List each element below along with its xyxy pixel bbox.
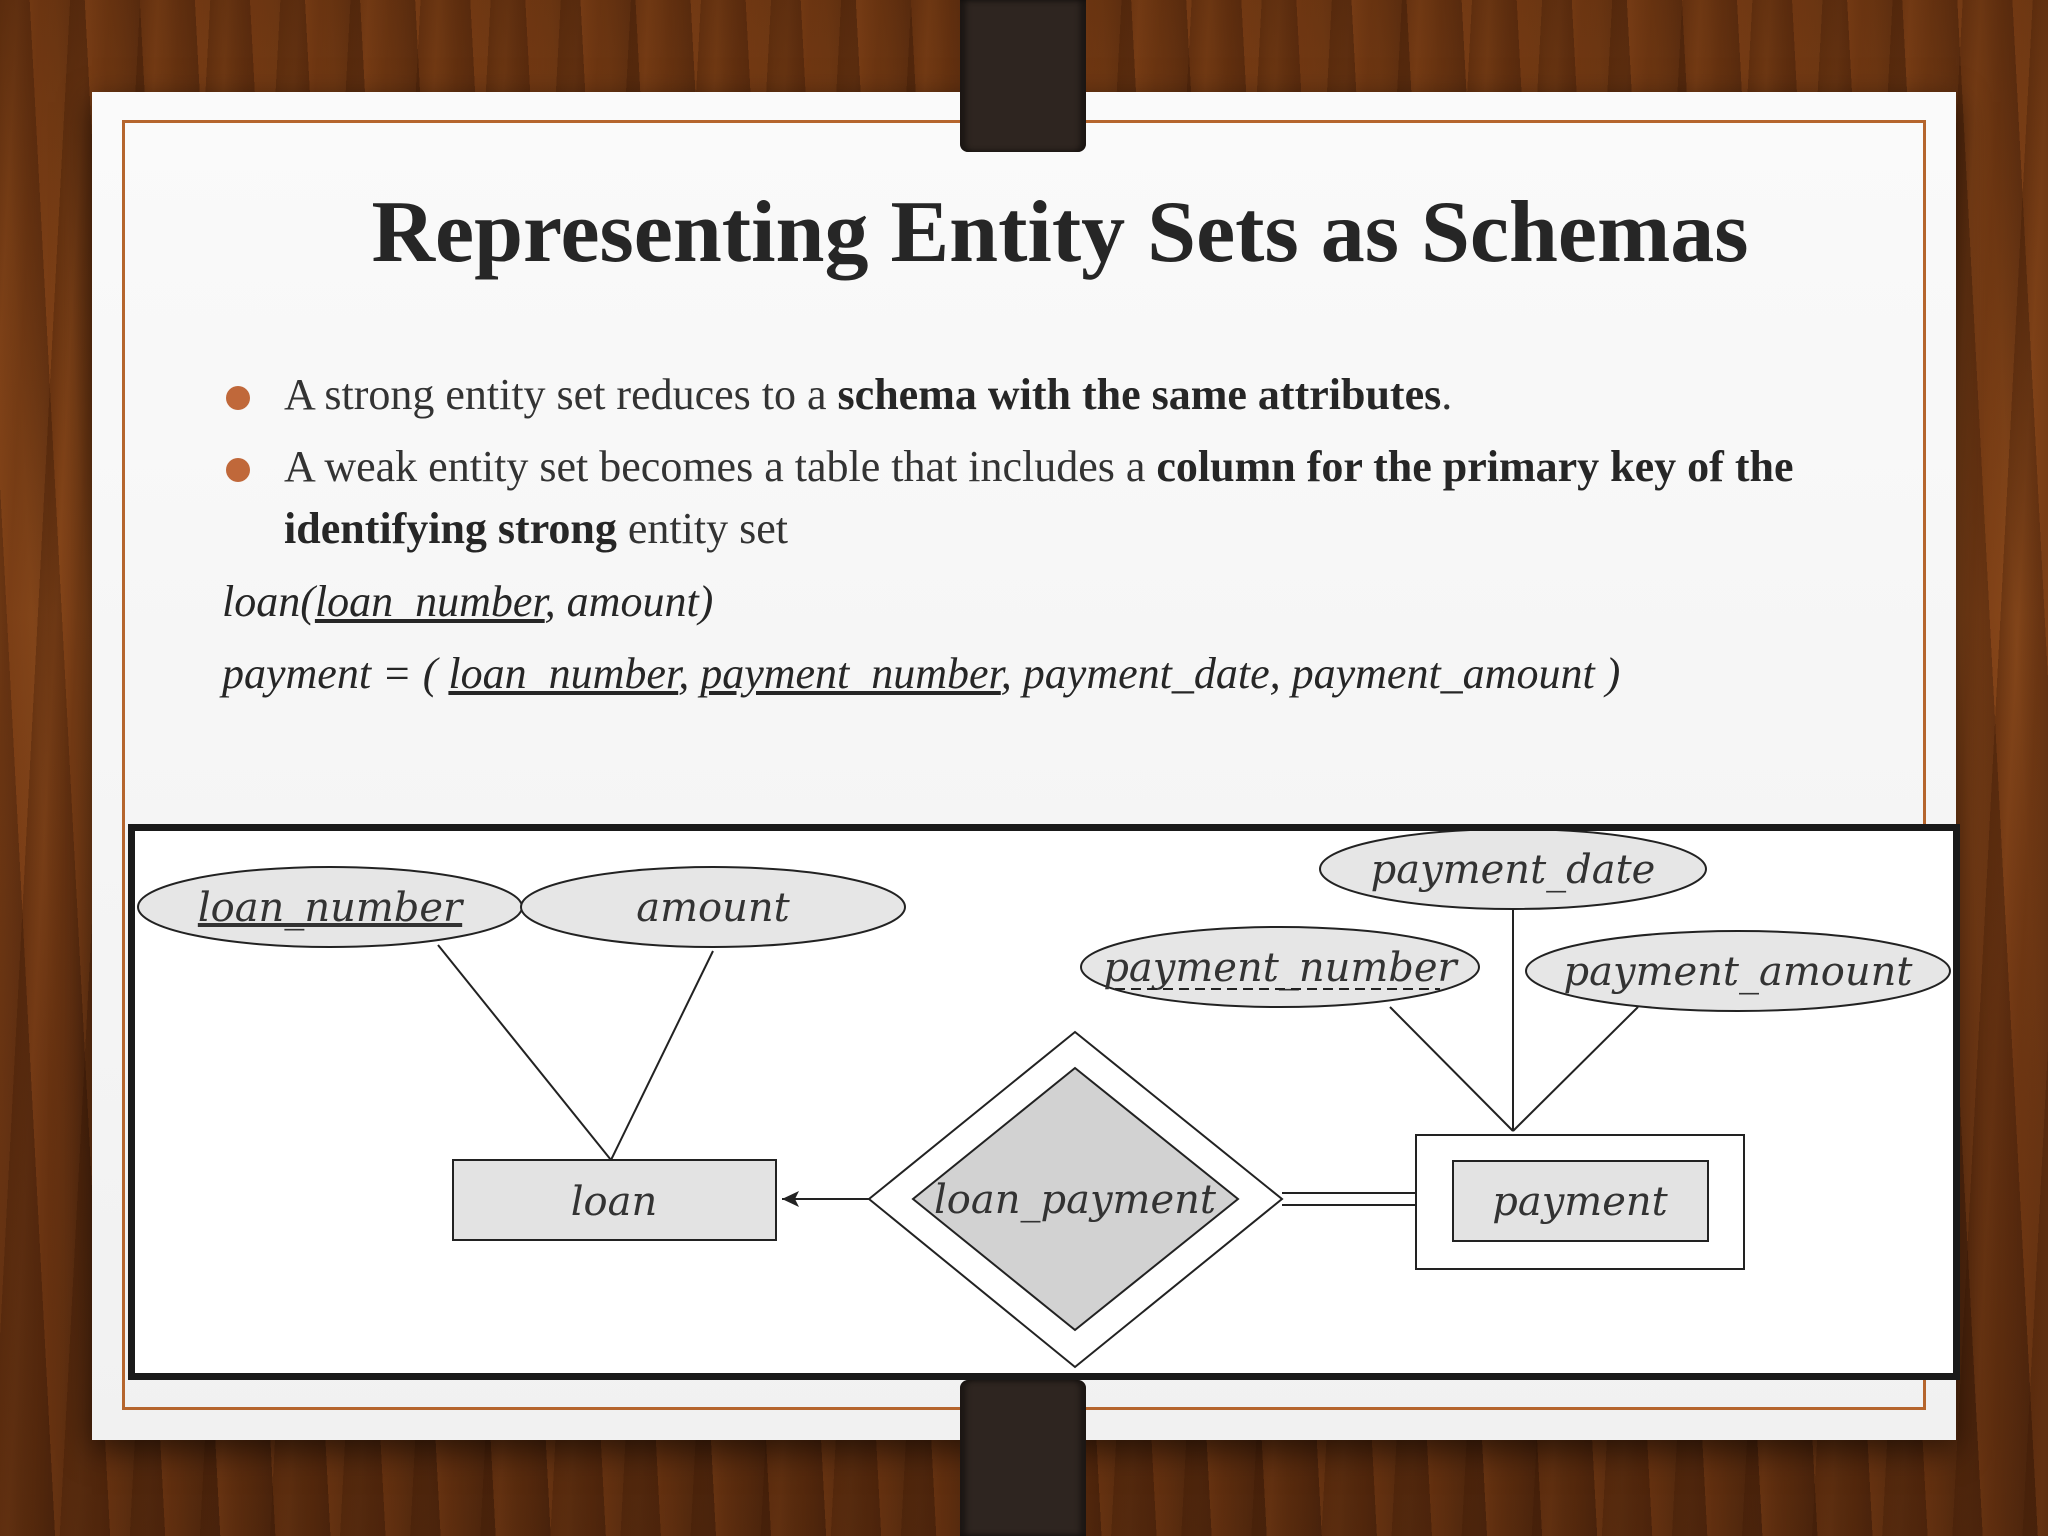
relationship-inner-diamond	[911, 1066, 1240, 1332]
bullet-dot-icon	[226, 458, 250, 482]
schema-key: loan_number	[448, 649, 679, 698]
relationship-label: loan_payment	[934, 1177, 1217, 1223]
attr-payment-number-ellipse	[1080, 926, 1480, 1008]
schema-loan: loan(loan_number, amount)	[222, 576, 713, 627]
bullet-bold-text: column for the primary key of the identi…	[284, 442, 1794, 553]
attr-payment-number-label: payment_number	[1103, 945, 1459, 991]
bullet-strong-entity: A strong entity set reduces to a schema …	[226, 364, 1844, 426]
bullet-bold-text: schema with the same attributes	[837, 370, 1442, 419]
attr-payment-amount-label: payment_amount	[1564, 949, 1914, 995]
line-payment-amount	[1512, 1006, 1639, 1132]
schema-rest: , payment_date, payment_amount	[1000, 649, 1595, 698]
entity-loan-label: loan	[571, 1179, 657, 1225]
line-payment-number	[1389, 1006, 1514, 1132]
attr-payment-date-label: payment_date	[1371, 847, 1656, 893]
schema-name: payment = (	[222, 649, 449, 698]
line-loan-number	[437, 944, 612, 1161]
bullet-weak-entity: A weak entity set becomes a table that i…	[226, 436, 1804, 560]
attr-amount-label: amount	[636, 885, 790, 931]
er-diagram-svg: loan_number amount payment_date payment_…	[137, 831, 1951, 1369]
schema-name: loan(	[222, 577, 315, 626]
schema-separator: ,	[678, 649, 701, 698]
bullet-dot-icon	[226, 386, 250, 410]
schema-rest: , amount)	[544, 577, 714, 626]
top-strap	[960, 0, 1086, 152]
schema-payment: payment = ( loan_number, payment_number,…	[222, 648, 1620, 699]
bottom-strap	[960, 1380, 1086, 1536]
attr-amount-ellipse	[520, 866, 906, 948]
entity-payment-inner-rect	[1452, 1160, 1709, 1242]
attr-loan-number-label: loan_number	[198, 885, 465, 931]
line-amount	[610, 950, 714, 1161]
entity-payment-label: payment	[1492, 1179, 1668, 1225]
schema-key: loan_number	[314, 577, 545, 626]
bullet-text: A weak entity set becomes a table that i…	[284, 442, 1157, 491]
entity-loan-rect	[452, 1159, 777, 1241]
arrow-head-icon	[782, 1191, 799, 1207]
attr-payment-date-ellipse	[1319, 831, 1707, 910]
schema-close: )	[1594, 649, 1621, 698]
bullet-text: .	[1441, 370, 1453, 419]
slide-title: Representing Entity Sets as Schemas	[371, 184, 1749, 281]
bullet-text: entity set	[616, 504, 788, 553]
schema-key: payment_number	[700, 649, 1001, 698]
bullet-text: A strong entity set reduces to a	[284, 370, 838, 419]
er-diagram: loan_number amount payment_date payment_…	[128, 824, 1960, 1380]
attr-payment-amount-ellipse	[1525, 930, 1951, 1012]
